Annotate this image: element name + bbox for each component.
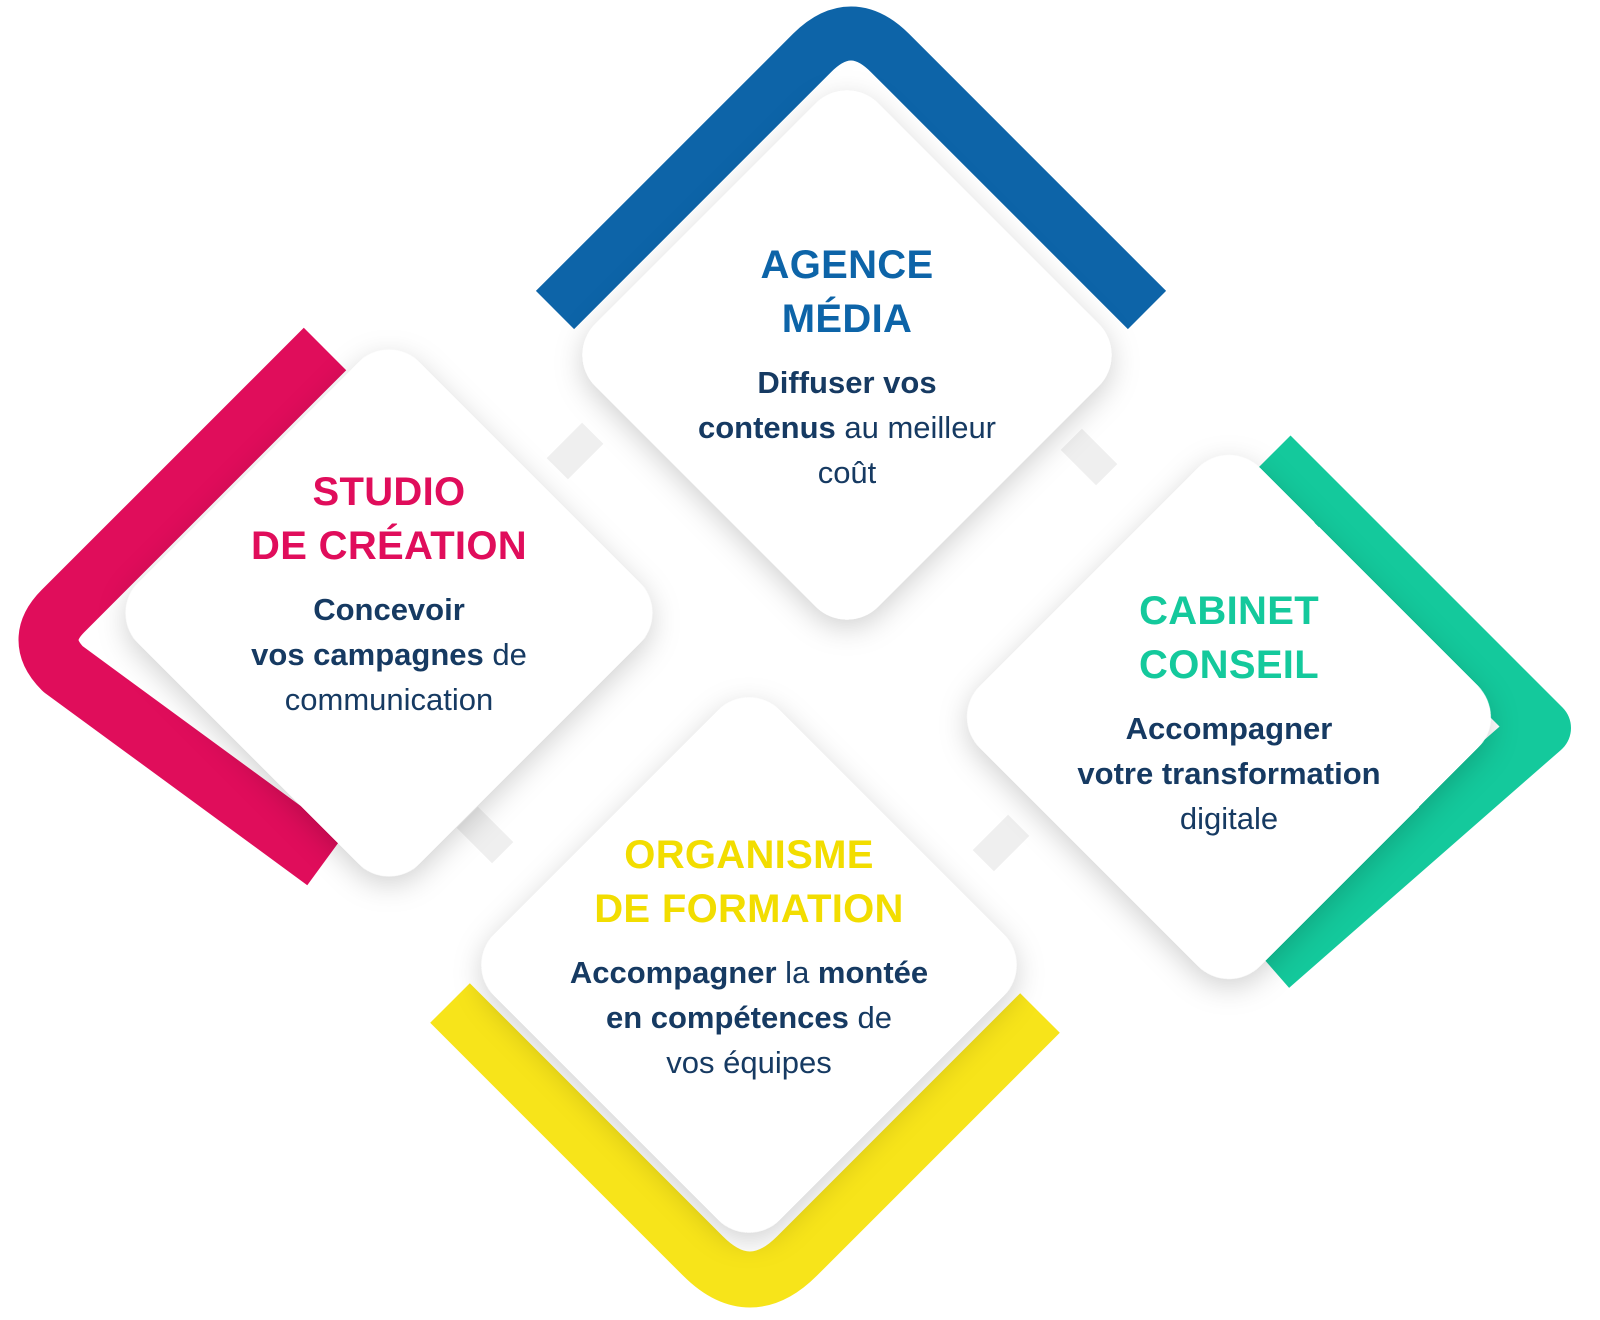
organisme-text: ORGANISME DE FORMATION Accompagner la mo…	[529, 828, 969, 1085]
agence-description: Diffuser vos contenus au meilleur coût	[697, 365, 997, 490]
cabinet-tile	[967, 455, 1491, 979]
agence-frame	[535, 6, 1167, 330]
connectors	[456, 422, 1118, 872]
cabinet-text: CABINET CONSEIL Accompagner votre transf…	[1029, 584, 1429, 841]
cabinet-frame	[1249, 435, 1571, 988]
cabinet-title: CABINET CONSEIL	[1139, 589, 1319, 687]
agence-text: AGENCE MÉDIA Diffuser vos contenus au me…	[647, 238, 1047, 495]
studio-frame	[18, 327, 347, 886]
studio-tile	[125, 349, 653, 877]
cabinet-description: Accompagner votre transformation digital…	[1077, 711, 1381, 836]
organisme-description: Accompagner la montée en compétences de …	[569, 955, 929, 1080]
organisme-title: ORGANISME DE FORMATION	[594, 833, 904, 931]
agence-tile	[582, 90, 1112, 620]
studio-description: Concevoir vos campagnes de communication	[251, 592, 527, 717]
studio-title: STUDIO DE CRÉATION	[251, 470, 527, 568]
agence-title: AGENCE MÉDIA	[760, 243, 934, 341]
tiles	[125, 90, 1491, 1233]
organisme-frame	[430, 983, 1060, 1308]
organisme-tile	[481, 697, 1017, 1233]
studio-text: STUDIO DE CRÉATION Concevoir vos campagn…	[189, 465, 589, 722]
